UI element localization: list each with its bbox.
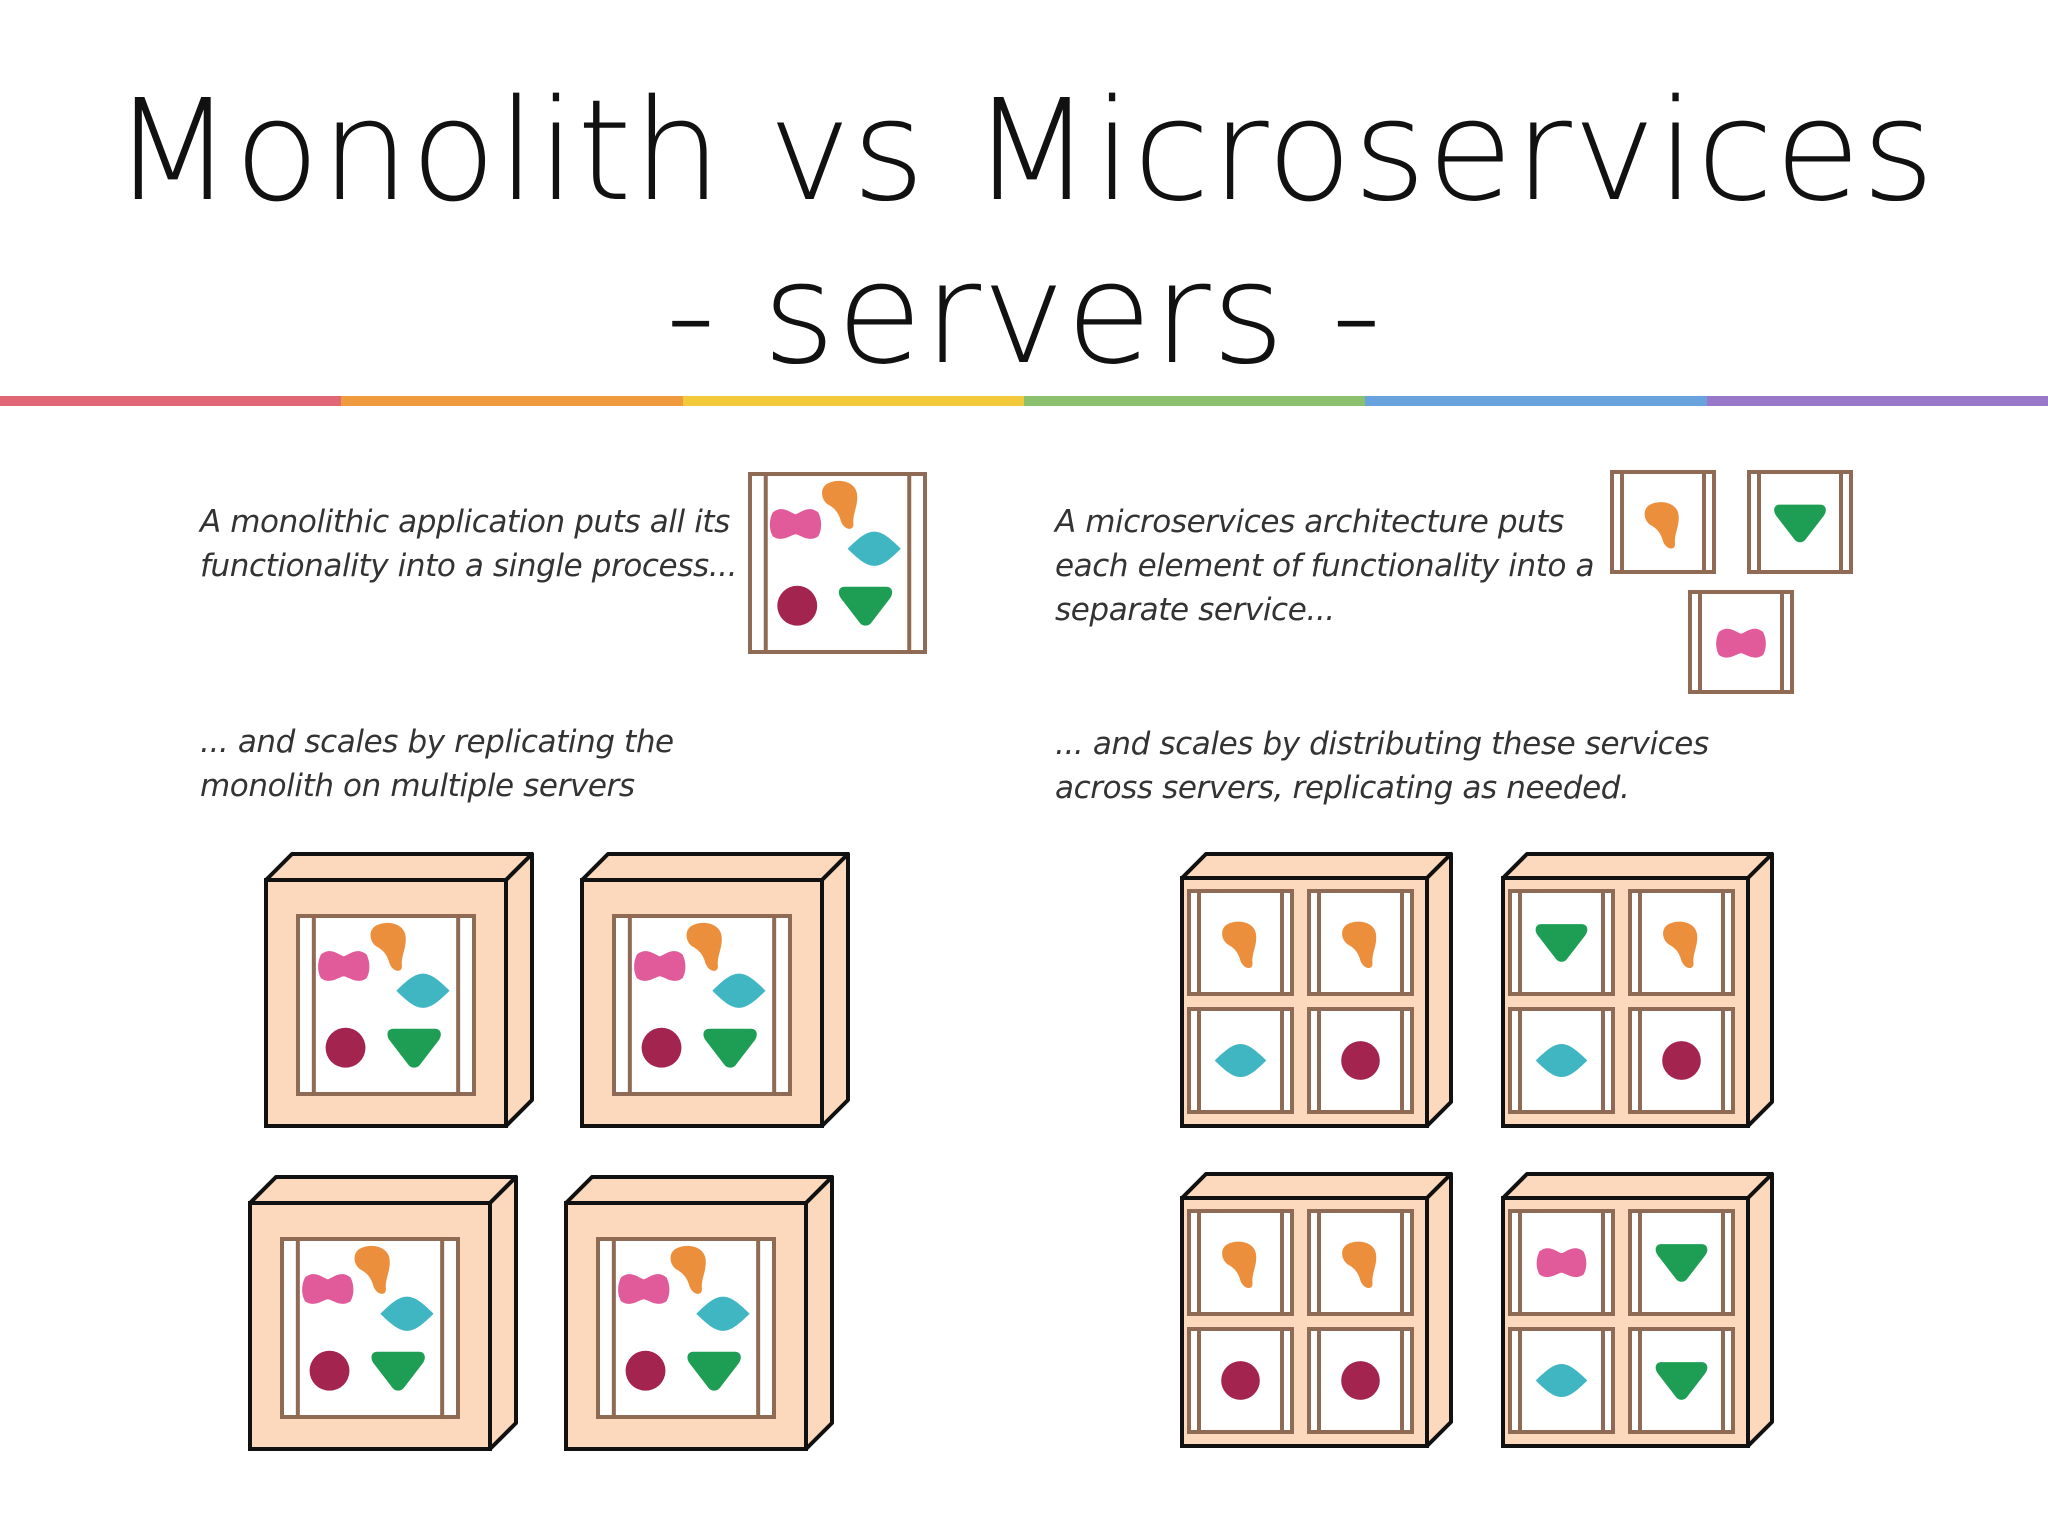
pink-blob-shape — [302, 1274, 354, 1304]
green-triangle-shape — [371, 1351, 425, 1391]
microservice-server — [1501, 852, 1774, 1128]
maroon-circle-shape — [641, 1027, 682, 1068]
caption-line: ... and scales by replicating the — [200, 724, 674, 760]
monolith-server — [248, 1175, 518, 1451]
maroon-circle-shape — [1341, 1041, 1380, 1080]
monolith-server — [580, 852, 850, 1128]
orange-blob-shape — [686, 922, 722, 971]
maroon-circle-shape — [309, 1350, 350, 1391]
green-triangle-shape — [687, 1351, 741, 1391]
teal-diamond-shape — [380, 1296, 434, 1331]
maroon-circle-shape — [325, 1027, 366, 1068]
caption-line: across servers, replicating as needed. — [1055, 770, 1630, 806]
pink-blob-shape — [1536, 1248, 1587, 1278]
maroon-circle-shape — [1341, 1361, 1380, 1400]
microservice-server — [1180, 1172, 1453, 1448]
maroon-circle-shape — [1221, 1361, 1260, 1400]
green-triangle-shape — [838, 586, 893, 626]
divider-segment-purple — [1706, 396, 2048, 406]
orange-blob-shape — [670, 1245, 706, 1294]
teal-diamond-shape — [396, 973, 450, 1008]
green-triangle-shape — [703, 1028, 757, 1068]
green-triangle-shape — [1774, 504, 1826, 543]
pink-blob-shape — [618, 1274, 670, 1304]
caption-line: functionality into a single process... — [200, 548, 738, 584]
teal-diamond-shape — [1535, 1363, 1588, 1398]
caption-line: ... and scales by distributing these ser… — [1055, 726, 1709, 762]
pink-blob-shape — [769, 509, 822, 539]
microservices-caption-separate-service: A microservices architecture puts each e… — [1055, 500, 1594, 632]
monolith-caption-scaling: ... and scales by replicating the monoli… — [200, 720, 674, 808]
caption-line: each element of functionality into a — [1055, 548, 1595, 584]
orange-blob-shape — [1222, 921, 1257, 969]
orange-blob-shape — [822, 480, 858, 529]
pink-blob-shape — [318, 951, 370, 981]
divider-segment-green — [1023, 396, 1366, 406]
monolith-servers — [248, 852, 850, 1451]
caption-line: monolith on multiple servers — [200, 768, 635, 804]
pink-blob-shape — [1716, 628, 1766, 658]
green-triangle-shape — [1535, 924, 1588, 962]
orange-blob-shape — [354, 1245, 390, 1294]
microservice-server — [1180, 852, 1453, 1128]
orange-blob-shape — [1342, 1241, 1377, 1289]
service-process — [1187, 1327, 1294, 1434]
divider-segment-orange — [341, 396, 683, 406]
slide-title: Monolith vs Microservices — [112, 70, 1936, 233]
teal-diamond-shape — [1535, 1043, 1588, 1078]
divider-segment-yellow — [682, 396, 1024, 406]
service-process — [1688, 590, 1794, 694]
monolith-server — [564, 1175, 834, 1451]
divider-segment-blue — [1365, 396, 1707, 406]
microservice-servers — [1180, 852, 1774, 1448]
caption-line: A monolithic application puts all its — [200, 504, 730, 540]
microservice-examples — [1610, 470, 1853, 694]
monolith-example — [748, 472, 927, 654]
microservice-server — [1501, 1172, 1774, 1448]
orange-blob-shape — [1644, 502, 1679, 549]
teal-diamond-shape — [1214, 1043, 1267, 1078]
green-triangle-shape — [387, 1028, 441, 1068]
caption-line: A microservices architecture puts — [1055, 504, 1564, 540]
rainbow-divider — [0, 396, 2048, 406]
maroon-circle-shape — [625, 1350, 666, 1391]
green-triangle-shape — [1655, 1362, 1708, 1400]
green-triangle-shape — [1655, 1244, 1708, 1282]
orange-blob-shape — [370, 922, 406, 971]
caption-line: separate service... — [1055, 592, 1335, 628]
orange-blob-shape — [1663, 921, 1698, 969]
teal-diamond-shape — [847, 531, 901, 566]
orange-blob-shape — [1222, 1241, 1257, 1289]
monolith-caption-single-process: A monolithic application puts all its fu… — [200, 500, 737, 588]
maroon-circle-shape — [1662, 1041, 1701, 1080]
slide-subtitle: - servers - — [665, 233, 1383, 396]
divider-segment-red — [0, 396, 342, 406]
teal-diamond-shape — [712, 973, 766, 1008]
microservices-caption-scaling: ... and scales by distributing these ser… — [1055, 722, 1709, 810]
monolith-server — [264, 852, 534, 1128]
teal-diamond-shape — [696, 1296, 750, 1331]
maroon-circle-shape — [777, 585, 818, 626]
orange-blob-shape — [1342, 921, 1377, 969]
pink-blob-shape — [634, 951, 686, 981]
